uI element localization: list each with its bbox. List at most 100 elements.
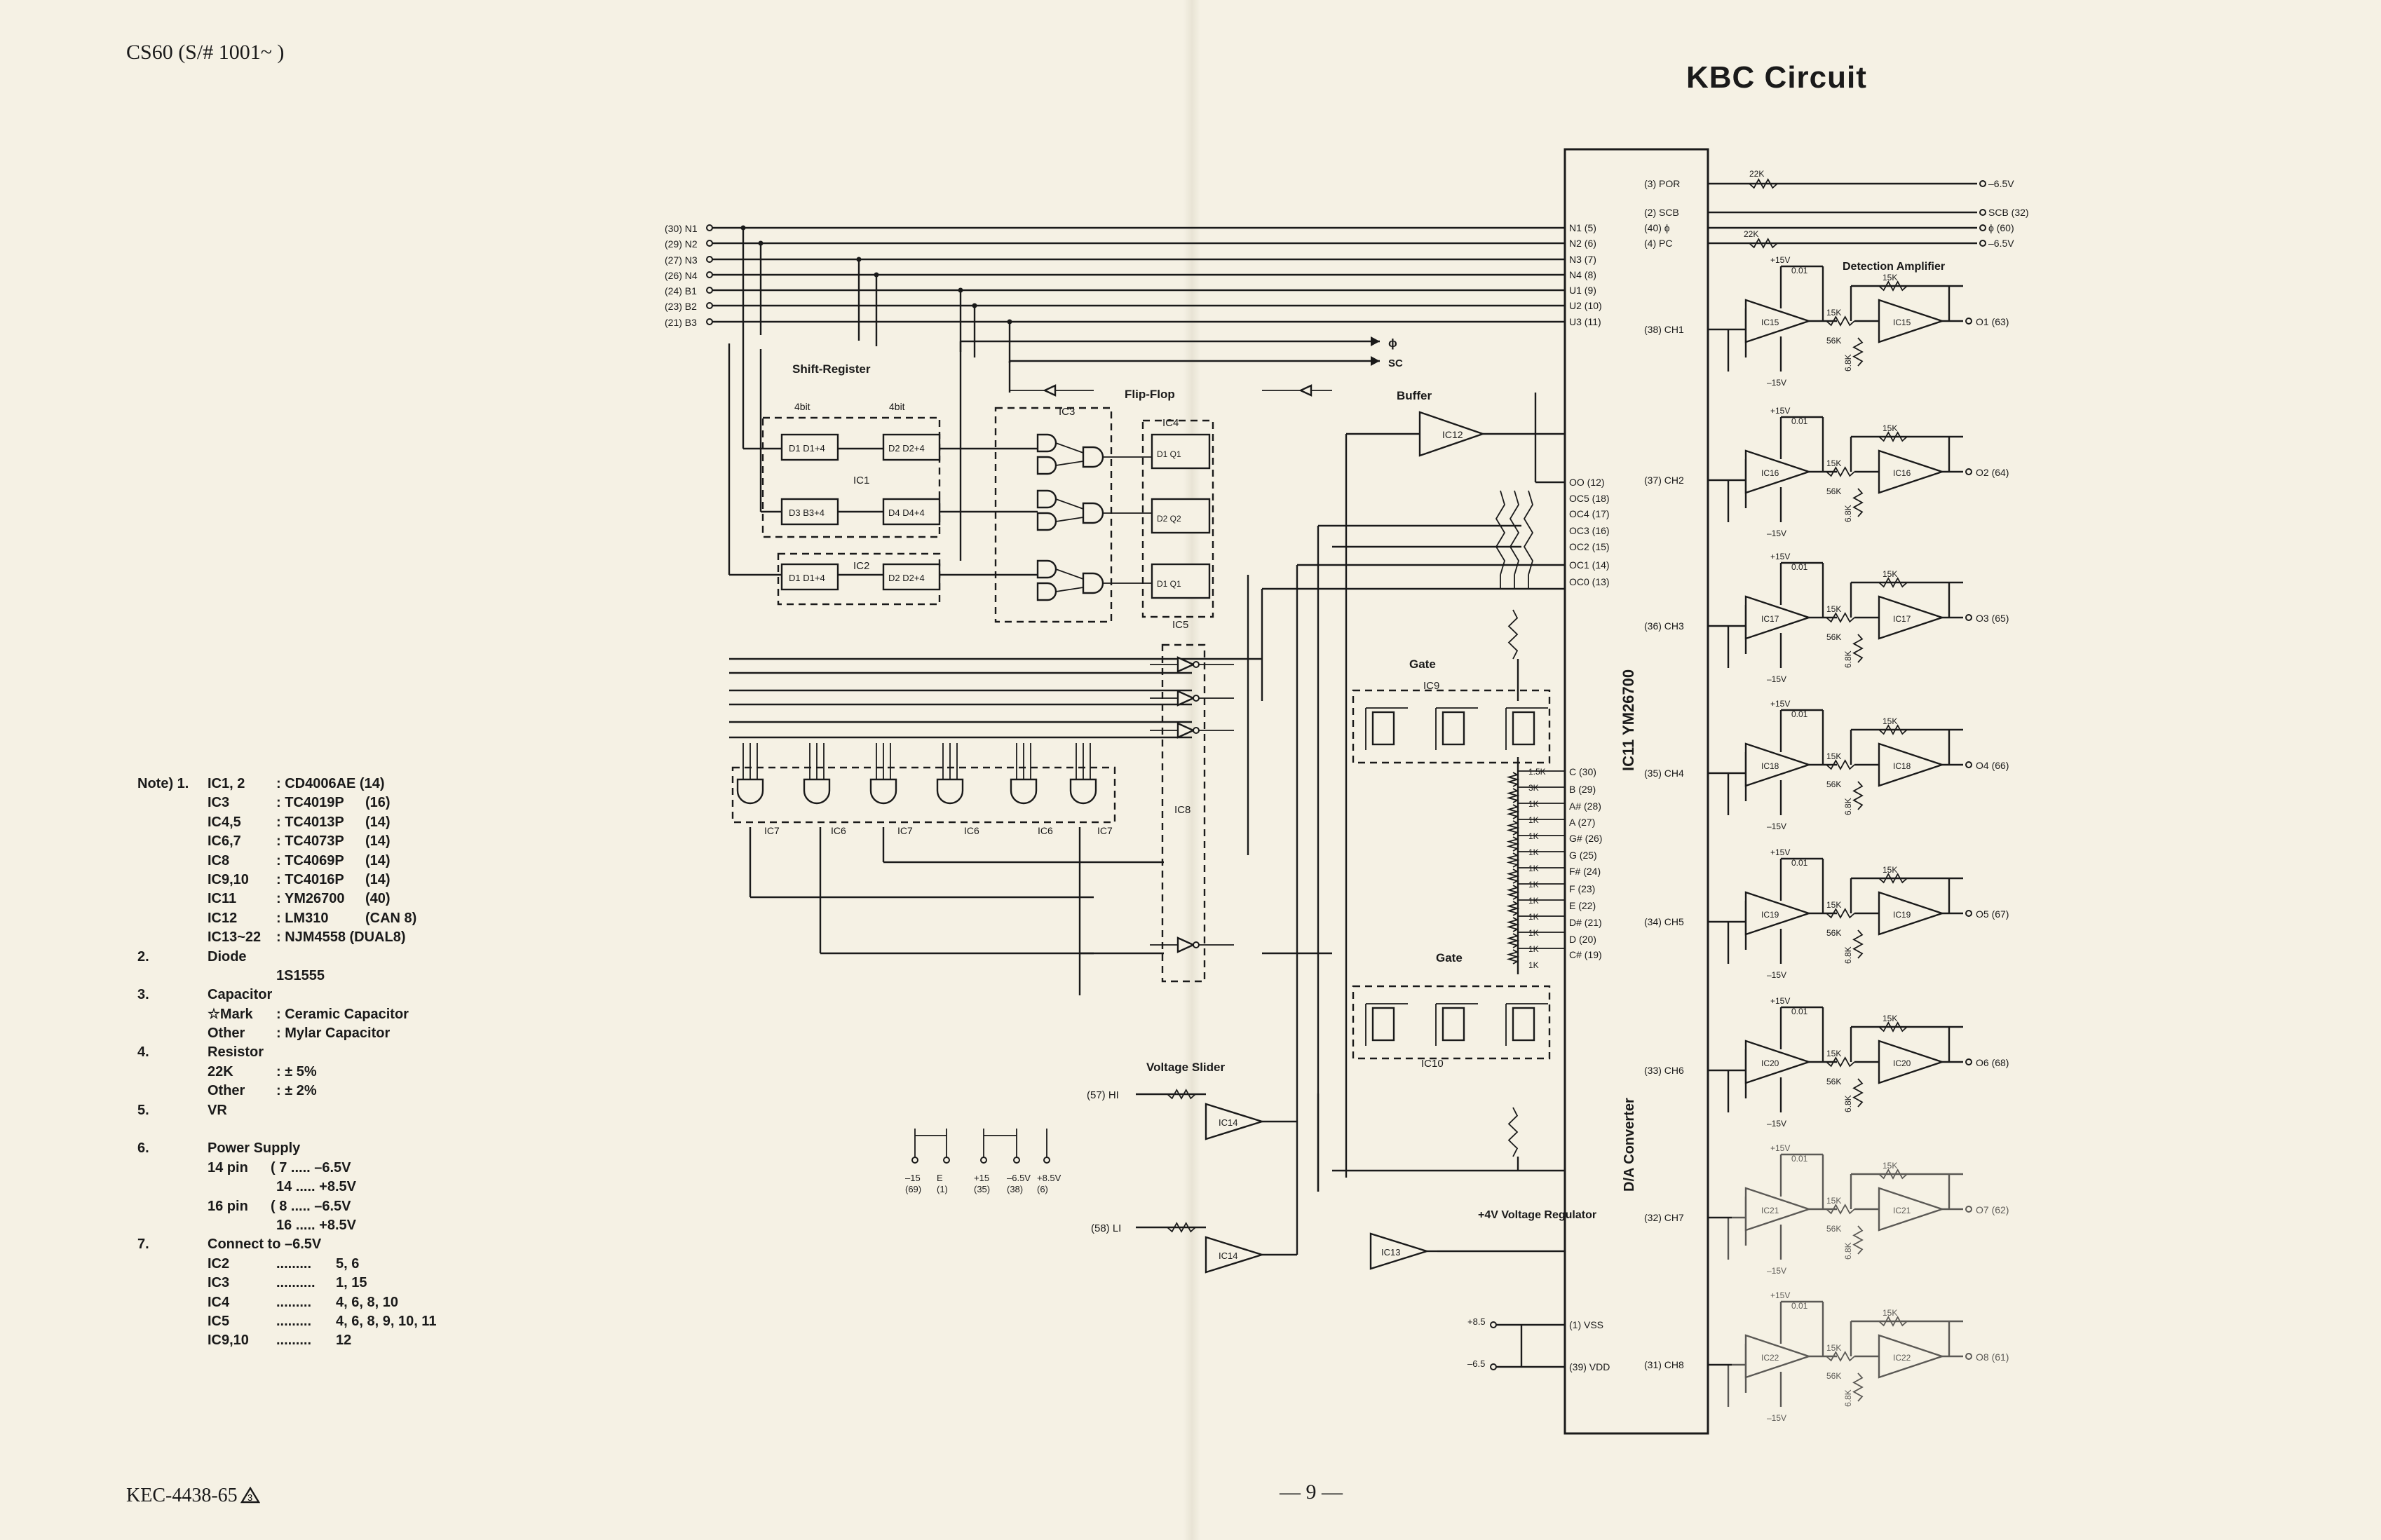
svg-text:+15V: +15V — [1770, 255, 1790, 265]
supply-pin-label: +15(35) — [974, 1173, 990, 1194]
ic8-inverters — [1010, 384, 1332, 953]
svg-text:IC21: IC21 — [1761, 1206, 1779, 1215]
svg-text:15K: 15K — [1883, 1308, 1897, 1318]
ic11-right-pins: (3) POR(2) SCB(40) ϕ(4) PC(38) CH1(37) C… — [1644, 178, 1977, 1370]
ic1-box — [761, 416, 941, 538]
hi-input: (57) HI — [1087, 1089, 1119, 1101]
svg-text:56K: 56K — [1826, 1077, 1841, 1086]
ic11-pin-left: U2 (10) — [1569, 300, 1602, 311]
resistor-value: 1K — [1528, 944, 1539, 954]
ic5-ff — [1151, 563, 1211, 599]
ic1-d2 — [882, 433, 941, 461]
svg-text:15K: 15K — [1826, 1196, 1841, 1206]
note-cell: IC3 — [208, 1275, 230, 1291]
ic4-ic5-box — [1141, 419, 1214, 618]
resistor-value: 1.5K — [1528, 767, 1546, 777]
ic11-pin-left: B (29) — [1569, 784, 1596, 795]
shift-register-label: Shift-Register — [792, 362, 871, 376]
svg-text:6.8K: 6.8K — [1843, 1095, 1853, 1112]
svg-text:D4 D4+4: D4 D4+4 — [888, 507, 925, 518]
svg-text:+15V: +15V — [1770, 996, 1790, 1006]
note-cell: IC13~22 — [208, 929, 262, 946]
note-cell: : TC4016P — [276, 871, 344, 887]
svg-text:6.8K: 6.8K — [1843, 505, 1853, 522]
svg-text:15K: 15K — [1826, 751, 1841, 761]
svg-text:6.8K: 6.8K — [1843, 650, 1853, 668]
note-cell: IC9,10 — [208, 1333, 249, 1349]
note-cell: IC6,7 — [208, 833, 241, 850]
bus-input-label: (23) B2 — [665, 301, 697, 312]
note-cell: IC4,5 — [208, 814, 241, 830]
note-cell: Power Supply — [208, 1140, 301, 1157]
resistor-value: 1K — [1528, 912, 1539, 922]
note-cell: ......... — [276, 1294, 312, 1310]
svg-text:IC14: IC14 — [1219, 1117, 1237, 1128]
ic11-pin-right: (38) CH1 — [1644, 324, 1684, 335]
note-cell: Capacitor — [208, 987, 273, 1003]
ic11-pin-right: (32) CH7 — [1644, 1212, 1684, 1223]
sc-label: SC — [1388, 357, 1403, 369]
ic1-d3 — [780, 498, 839, 526]
gate-ic-label: IC7 — [764, 825, 780, 836]
svg-text:0.01: 0.01 — [1791, 1154, 1808, 1164]
ic1-label: IC1 — [853, 475, 869, 486]
bus-input-label: (26) N4 — [665, 270, 698, 281]
resistor-value: 1K — [1528, 960, 1539, 970]
svg-text:IC20: IC20 — [1761, 1058, 1779, 1068]
amp-output-label: O6 (68) — [1976, 1057, 2009, 1068]
svg-text:22K: 22K — [1749, 169, 1764, 179]
ic11-pin-left: F (23) — [1569, 883, 1595, 894]
note-cell: 12 — [336, 1333, 352, 1349]
note-cell: (14) — [365, 814, 391, 830]
svg-text:15K: 15K — [1826, 1343, 1841, 1353]
note-cell: : YM26700 — [276, 891, 345, 907]
amp-output-label: O4 (66) — [1976, 760, 2009, 771]
model-header: CS60 (S/# 1001~ ) — [126, 41, 285, 64]
note-cell: 7. — [137, 1236, 149, 1253]
ic11-pin-left: OC4 (17) — [1569, 508, 1610, 519]
note-cell: 6. — [137, 1140, 149, 1157]
svg-text:6.8K: 6.8K — [1843, 354, 1853, 372]
svg-text:IC12: IC12 — [1442, 429, 1463, 440]
ic11-pin-right: (36) CH3 — [1644, 620, 1684, 632]
note-cell: (CAN 8) — [365, 910, 417, 926]
note-cell: .......... — [276, 1275, 316, 1291]
note-cell: 4, 6, 8, 10 — [336, 1294, 398, 1310]
svg-text:0.01: 0.01 — [1791, 416, 1808, 426]
flip-flop-label: Flip-Flop — [1125, 388, 1175, 401]
svg-text:56K: 56K — [1826, 1224, 1841, 1234]
bus-input-label: (24) B1 — [665, 285, 697, 297]
gate-label-2: Gate — [1436, 951, 1463, 965]
gate-ic-label: IC6 — [831, 825, 846, 836]
svg-text:15K: 15K — [1826, 1049, 1841, 1058]
note-cell: 14 ..... +8.5V — [276, 1179, 356, 1195]
svg-text:IC10: IC10 — [1421, 1058, 1444, 1070]
analog-switches — [1365, 707, 1548, 1046]
svg-text:IC22: IC22 — [1893, 1353, 1911, 1363]
note-cell: (16) — [365, 795, 391, 811]
note-cell: 1, 15 — [336, 1275, 367, 1291]
ic10-box — [1352, 985, 1551, 1060]
note-cell: VR — [208, 1102, 227, 1118]
note-cell: 4, 6, 8, 9, 10, 11 — [336, 1313, 437, 1329]
ic11-pin-left: A (27) — [1569, 817, 1595, 828]
note-cell: Connect to –6.5V — [208, 1236, 322, 1253]
svg-text:+15V: +15V — [1770, 1143, 1790, 1153]
svg-text:56K: 56K — [1826, 1371, 1841, 1381]
ic11-chip — [1563, 148, 1709, 1435]
ic1-d4 — [882, 498, 941, 526]
svg-text:6.8K: 6.8K — [1843, 1389, 1853, 1407]
supply-pin-label: –15(69) — [905, 1173, 921, 1194]
svg-text:IC13: IC13 — [1381, 1247, 1400, 1258]
svg-text:IC16: IC16 — [1761, 468, 1779, 478]
note-cell: : NJM4558 (DUAL8) — [276, 929, 406, 946]
svg-text:0.01: 0.01 — [1791, 709, 1808, 719]
ic4-ff2 — [1151, 498, 1211, 534]
svg-text:–15V: –15V — [1767, 674, 1786, 684]
note-cell: 16 ..... +8.5V — [276, 1217, 356, 1233]
